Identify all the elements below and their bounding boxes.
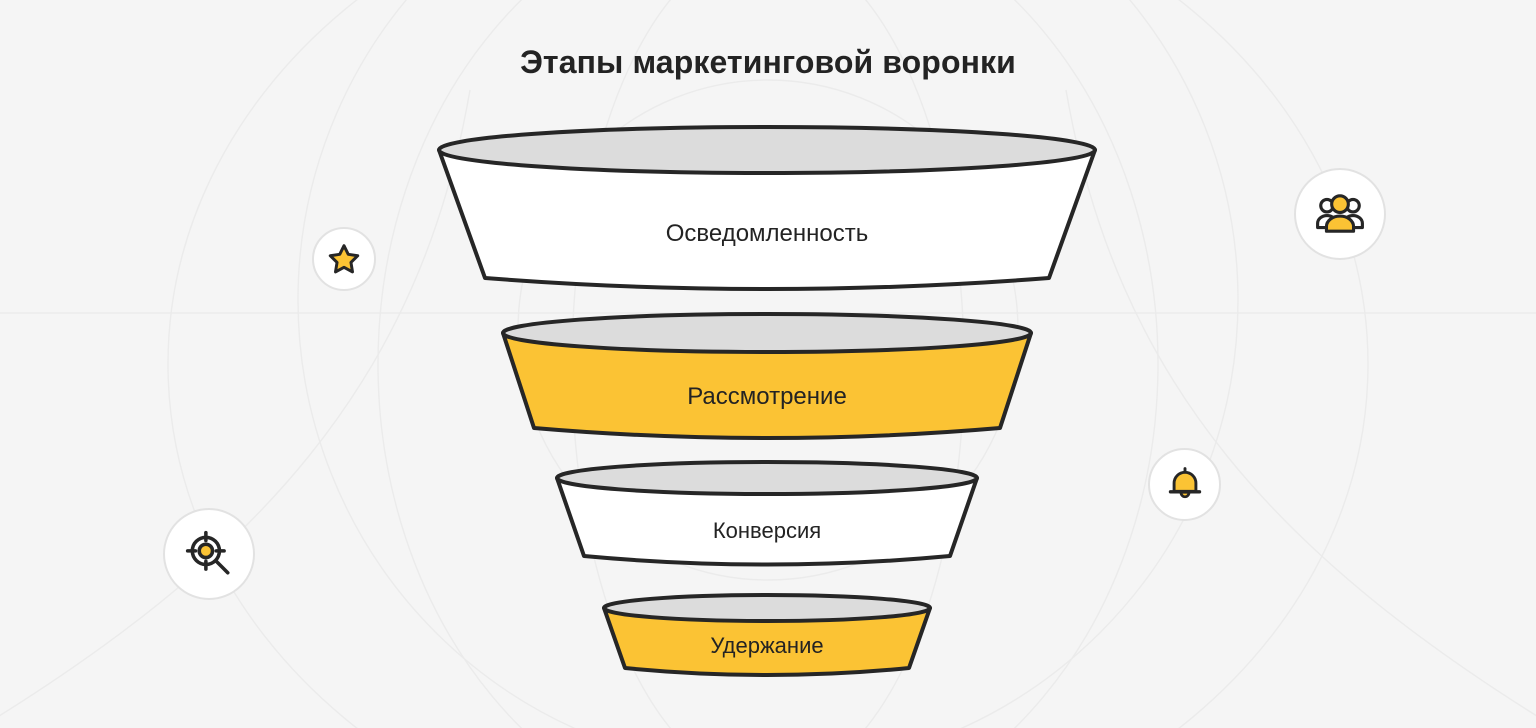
funnel-stage-consideration[interactable] [501, 312, 1033, 440]
funnel-stage-retention[interactable] [602, 593, 932, 677]
funnel-stage-consideration-body [501, 331, 1033, 440]
badge-target[interactable] [163, 508, 255, 600]
funnel-stage-awareness-top-ellipse [437, 125, 1097, 175]
funnel-stage-label-retention: Удержание [710, 633, 824, 658]
people-group-icon [1315, 189, 1365, 239]
funnel-stage-awareness-body [437, 148, 1097, 291]
star-icon [327, 242, 361, 276]
badge-people[interactable] [1294, 168, 1386, 260]
funnel-stage-consideration-top-ellipse [501, 312, 1033, 354]
bell-icon [1165, 465, 1205, 505]
funnel-stage-retention-body [602, 606, 932, 677]
target-search-icon [184, 529, 234, 579]
funnel-stage-conversion-body [555, 476, 979, 567]
badge-bell[interactable] [1148, 448, 1221, 521]
page-title: Этапы маркетинговой воронки [520, 44, 1016, 80]
funnel-stage-label-consideration: Рассмотрение [687, 383, 847, 410]
funnel-stage-retention-top-ellipse [602, 593, 932, 623]
badge-star[interactable] [312, 227, 376, 291]
funnel-stage-awareness[interactable] [437, 125, 1097, 291]
funnel-stage-conversion-top-ellipse [555, 460, 979, 496]
funnel-stage-conversion[interactable] [555, 460, 979, 567]
funnel-stage-label-awareness: Осведомленность [665, 220, 869, 247]
funnel-stage-label-conversion: Конверсия [712, 518, 822, 543]
